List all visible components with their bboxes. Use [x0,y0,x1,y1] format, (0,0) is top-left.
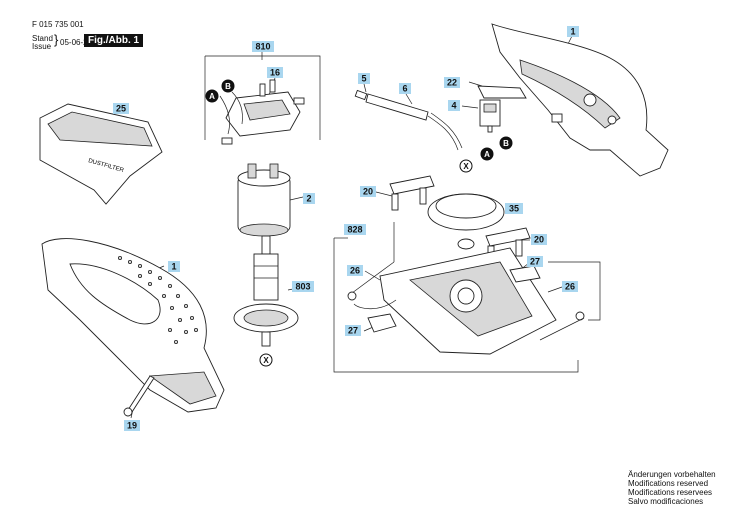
callout-x-ring: X [459,159,473,173]
screw-part-19 [123,375,155,417]
label-27b: 27 [345,325,361,336]
svg-text:A: A [484,150,490,159]
cable-parts-5-6 [354,89,463,151]
svg-text:22: 22 [447,78,457,88]
svg-text:4: 4 [451,101,456,111]
svg-text:27: 27 [348,326,358,336]
label-16: 16 [267,67,283,78]
svg-text:A: A [209,92,215,101]
label-27a: 27 [527,256,543,267]
issue-date: 05-06-22 [60,38,93,47]
svg-text:20: 20 [534,235,544,245]
svg-text:1: 1 [570,27,575,37]
svg-text:27: 27 [530,257,540,267]
svg-text:2: 2 [306,194,311,204]
note-en: Modifications reserved [628,479,709,488]
label-5: 5 [358,73,370,84]
label-2: 2 [303,193,315,204]
svg-text:25: 25 [116,104,126,114]
svg-text:1: 1 [171,262,176,272]
svg-text:X: X [263,356,269,365]
label-20b: 20 [531,234,547,245]
callouts: A B A B X X [205,79,513,367]
document-number: F 015 735 001 [32,20,84,29]
housing-lower-part-1 [41,238,225,413]
callout-a-switch: A [205,89,219,103]
stand-label: Stand [32,34,53,43]
svg-text:X: X [463,162,469,171]
label-20a: 20 [360,186,376,197]
label-1-top: 1 [567,26,579,37]
part-labels: 1 810 16 5 6 22 4 25 2 20 35 828 20 1 26… [113,26,579,431]
callout-a-cable: A [480,147,494,161]
issue-label: Issue [32,42,52,51]
label-19: 19 [124,420,140,431]
svg-text:26: 26 [565,282,575,292]
dust-filter-part-25: DUSTFILTER [39,103,163,205]
label-35: 35 [505,203,523,214]
label-803: 803 [292,281,314,292]
callout-x-armature: X [259,353,273,367]
housing-upper-part-1 [491,23,669,177]
brace-glyph: } [54,32,59,47]
switch-assembly-part-810 [219,79,305,145]
note-es: Salvo modificaciones [628,497,704,506]
svg-text:5: 5 [361,74,366,84]
callout-b-cable: B [499,136,513,150]
note-de: Änderungen vorbehalten [628,470,716,479]
label-26a: 26 [347,265,363,276]
svg-text:20: 20 [363,187,373,197]
callout-b-switch: B [221,79,235,93]
label-26b: 26 [562,281,578,292]
dot-pattern [118,255,198,344]
label-6: 6 [399,83,411,94]
svg-text:810: 810 [255,42,270,52]
label-1-left: 1 [168,261,180,272]
parts-22-and-4 [477,85,527,133]
label-25: 25 [113,103,129,114]
svg-text:19: 19 [127,421,137,431]
svg-text:B: B [225,82,231,91]
svg-text:B: B [503,139,509,148]
label-828: 828 [344,224,366,235]
label-4: 4 [448,100,460,111]
ring-part-35 [427,193,505,250]
svg-text:35: 35 [509,204,519,214]
svg-text:828: 828 [347,225,362,235]
armature-part-803 [233,235,299,347]
label-810: 810 [252,41,274,52]
label-22: 22 [444,77,460,88]
svg-text:16: 16 [270,68,280,78]
footer-notes: Änderungen vorbehalten Modifications res… [628,470,716,506]
figure-label: Fig./Abb. 1 [84,34,144,47]
base-plate-part-828 [347,247,585,355]
stator-part-2 [237,163,291,237]
svg-text:6: 6 [402,84,407,94]
svg-text:803: 803 [295,282,310,292]
svg-text:26: 26 [350,266,360,276]
note-fr: Modifications reservees [628,488,713,497]
